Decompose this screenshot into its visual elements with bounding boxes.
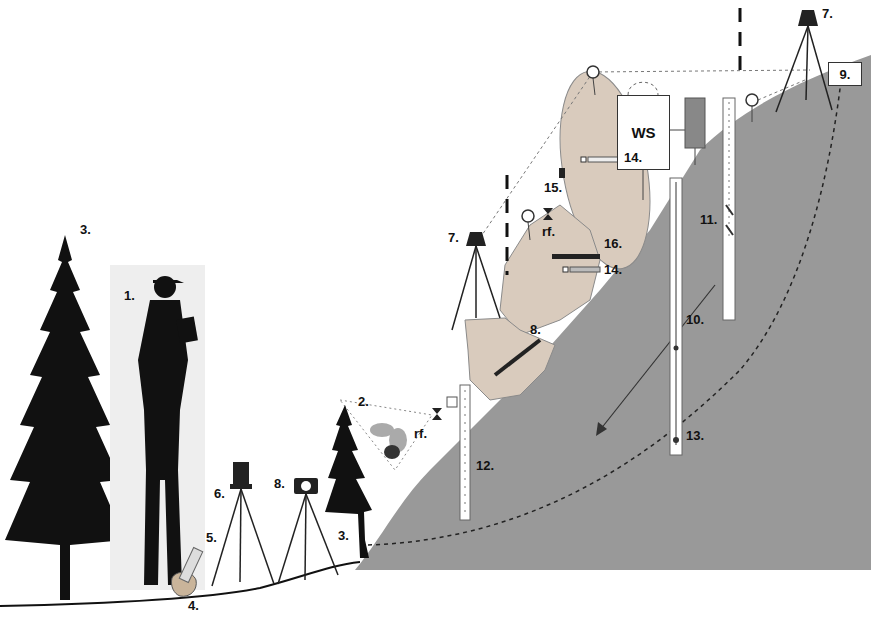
callout-number: 11. [700, 212, 717, 227]
hill-slope [355, 55, 871, 570]
tripod-leg [476, 246, 500, 318]
person-backdrop [110, 265, 205, 590]
total-station [233, 462, 249, 484]
callout-number: 3. [338, 528, 349, 543]
callout-number: 1. [124, 288, 135, 303]
tripod-leg [306, 494, 338, 575]
crackmeter [570, 267, 600, 272]
tripod-leg [278, 494, 306, 584]
solar-panel [685, 98, 705, 148]
prism [432, 408, 442, 420]
crackmeter [588, 157, 620, 162]
node-text: 9. [840, 67, 851, 82]
rock-pole [495, 340, 540, 375]
callout-number: 16. [604, 236, 622, 251]
sight-line [480, 72, 593, 238]
target-box [447, 397, 457, 407]
callout-number: 3. [80, 222, 91, 237]
tripod-leg [475, 246, 477, 318]
tripod-leg [241, 489, 274, 584]
theodolite [466, 232, 486, 246]
callout-number: 8. [274, 476, 285, 491]
borehole-cable [676, 182, 677, 445]
borehole [460, 385, 470, 520]
rock-block [465, 318, 555, 400]
tripod-leg [305, 494, 306, 580]
inclinometer-casing [729, 102, 730, 240]
borehole [670, 178, 682, 455]
rock-block [500, 205, 600, 335]
reflector-pole [528, 222, 530, 240]
tripod-leg [240, 489, 241, 582]
callout-number: 7. [448, 230, 459, 245]
movement-arrow [600, 285, 715, 430]
spruce-tree [5, 235, 125, 600]
panel-post [695, 148, 696, 165]
theodolite [798, 10, 818, 26]
arrow-head [596, 422, 607, 436]
extensometer [552, 254, 600, 259]
sensor-point [674, 346, 679, 351]
reflector-pole [752, 106, 753, 122]
probe [726, 225, 733, 235]
reflector-label: rf. [542, 224, 555, 239]
callout-number: 14. [624, 150, 642, 165]
callout-number: 13. [686, 428, 704, 443]
antenna [628, 82, 658, 95]
person-head [154, 276, 176, 298]
piezometer [465, 390, 466, 515]
borehole [723, 98, 735, 320]
probe [726, 205, 733, 215]
section-mark [506, 175, 509, 275]
person-cap [153, 280, 184, 283]
callout-number: 6. [214, 486, 225, 501]
camera-lens [301, 481, 311, 491]
reflector-label: rf. [414, 426, 427, 441]
callout-box: 9. [828, 62, 862, 86]
callout-number: 5. [206, 530, 217, 545]
section-mark [739, 8, 742, 70]
tripod-leg [452, 246, 476, 330]
reflector [522, 210, 534, 222]
callout-number: 7. [822, 6, 833, 21]
clipboard [176, 317, 198, 344]
camera [294, 478, 318, 494]
prism [543, 208, 553, 220]
crackmeter [563, 267, 568, 272]
reflector [587, 66, 599, 78]
sensor-point [673, 437, 679, 443]
callout-number: 8. [530, 322, 541, 337]
reflector [746, 94, 758, 106]
sensor-device [384, 445, 400, 459]
spruce-tree [325, 405, 372, 558]
tripod-leg [806, 26, 808, 100]
callout-number: 12. [476, 458, 494, 473]
callout-number: 2. [358, 394, 369, 409]
tiltmeter [559, 168, 565, 178]
callout-number: 4. [188, 598, 199, 613]
callout-number: 10. [686, 312, 704, 327]
node-text: WS [631, 124, 655, 141]
sight-line [593, 70, 810, 72]
reflector-pole [593, 78, 595, 95]
crackmeter [581, 157, 586, 162]
tripod-leg [776, 26, 808, 112]
station-mast [643, 170, 644, 200]
handheld-device [179, 547, 202, 582]
callout-number: 14. [604, 262, 622, 277]
tripod-head [230, 484, 252, 489]
callout-number: 15. [544, 180, 562, 195]
